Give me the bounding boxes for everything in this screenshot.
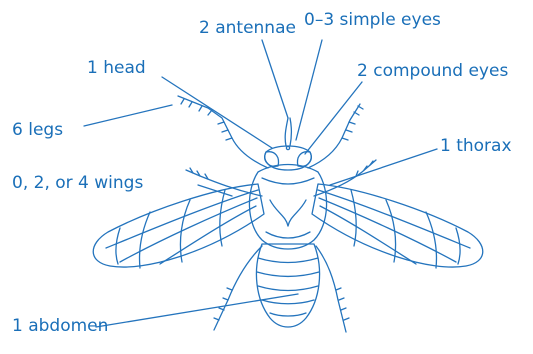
leader-compound-eyes bbox=[305, 82, 362, 154]
right-wing bbox=[312, 184, 483, 268]
head bbox=[265, 118, 312, 170]
label-compound-eyes: 2 compound eyes bbox=[357, 63, 508, 80]
leader-antennae bbox=[262, 40, 288, 118]
thorax bbox=[249, 165, 326, 250]
simple-eye bbox=[286, 146, 289, 149]
leader-simple-eyes bbox=[296, 40, 322, 140]
label-simple-eyes: 0–3 simple eyes bbox=[304, 12, 441, 29]
leader-head bbox=[162, 77, 272, 148]
label-abdomen: 1 abdomen bbox=[12, 318, 108, 335]
compound-eye-left bbox=[265, 152, 279, 167]
leg-hind-right bbox=[316, 246, 346, 332]
leg-hind-left bbox=[214, 246, 262, 330]
leader-thorax bbox=[330, 149, 437, 185]
leader-abdomen bbox=[96, 294, 298, 327]
label-head: 1 head bbox=[87, 60, 146, 77]
left-wing bbox=[93, 184, 264, 268]
label-antennae: 2 antennae bbox=[199, 20, 296, 37]
leader-legs bbox=[84, 105, 172, 126]
leg-mid-right bbox=[314, 160, 376, 196]
label-thorax: 1 thorax bbox=[440, 138, 512, 155]
label-wings: 0, 2, or 4 wings bbox=[12, 175, 143, 192]
label-legs: 6 legs bbox=[12, 122, 63, 139]
leg-front-right bbox=[308, 104, 360, 168]
legs bbox=[178, 96, 376, 332]
antennae bbox=[285, 118, 291, 146]
abdomen bbox=[256, 244, 319, 327]
